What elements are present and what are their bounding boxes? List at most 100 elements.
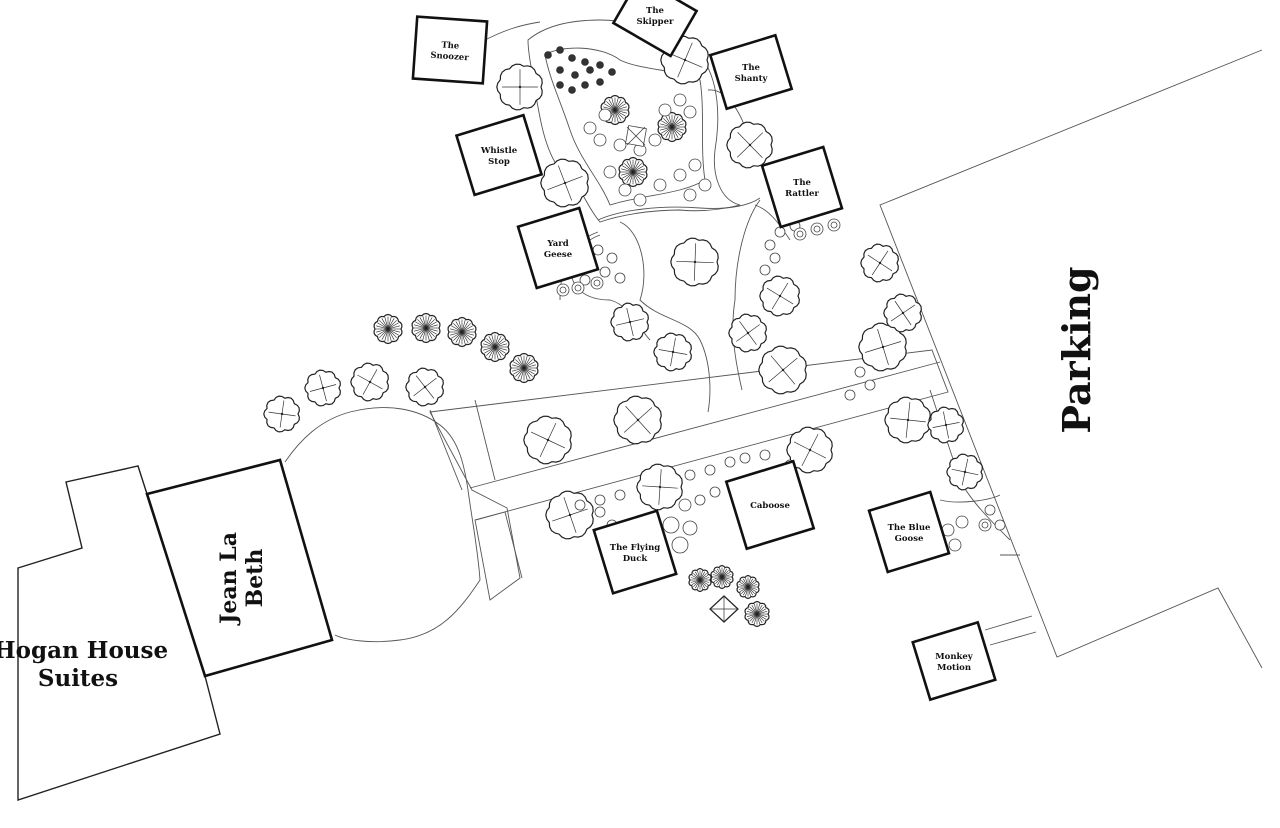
shrub-icon: [581, 58, 589, 66]
tree-icon: [613, 395, 662, 445]
shrub-icon: [994, 519, 1006, 531]
shrub-icon: [586, 66, 594, 74]
shrub-icon: [556, 66, 564, 74]
cabin-the-flying-duck[interactable]: The Flying Duck: [592, 509, 678, 595]
tree-icon: [350, 362, 389, 402]
shrub-icon: [955, 515, 969, 529]
shrub-icon: [759, 264, 771, 276]
tree-icon: [653, 332, 692, 372]
shrub-icon: [633, 193, 647, 207]
shrub-icon: [671, 536, 689, 554]
shrub-icon: [556, 81, 564, 89]
tree-icon: [405, 367, 444, 407]
palm-icon: [447, 316, 477, 348]
shrub-icon: [948, 538, 962, 552]
cabin-caboose[interactable]: Caboose: [724, 459, 816, 551]
shrub-icon: [571, 71, 579, 79]
main-walkway: [429, 349, 949, 601]
cabin-label-line-1: The: [441, 40, 460, 51]
shrub-icon: [606, 252, 618, 264]
cabin-the-skipper[interactable]: The Skipper: [611, 0, 699, 58]
shrub-icon: [581, 81, 589, 89]
shrub-icon: [709, 595, 739, 623]
tree-icon: [496, 63, 543, 111]
palm-icon: [688, 567, 712, 593]
shrub-icon: [698, 178, 712, 192]
shrub-icon: [568, 54, 576, 62]
palm-icon: [736, 574, 760, 600]
shrub-icon: [662, 516, 680, 534]
shrub-icon: [598, 108, 612, 122]
tree-icon: [884, 396, 931, 444]
shrub-icon: [764, 239, 776, 251]
shrub-icon: [613, 138, 627, 152]
shrub-icon: [759, 449, 771, 461]
tree-icon: [927, 406, 964, 444]
cabin-label-line-2: Skipper: [636, 17, 674, 27]
cabin-label-line-1: The Flying: [610, 543, 660, 553]
tree-icon: [610, 302, 649, 342]
tree-icon: [263, 395, 300, 433]
shrub-icon: [574, 499, 586, 511]
jean-la-beth-label-line-1: Jean La: [216, 532, 242, 626]
planter-icon: [625, 125, 647, 147]
palm-icon: [744, 600, 770, 628]
palm-icon: [657, 111, 687, 143]
shrub-icon: [984, 504, 996, 516]
shrub-icon: [599, 266, 611, 278]
shrub-icon: [594, 506, 606, 518]
shrub-icon: [684, 469, 696, 481]
tree-icon: [883, 293, 922, 333]
shrub-icon: [683, 188, 697, 202]
cabin-monkey-motion[interactable]: Monkey Motion: [911, 620, 997, 702]
shrub-icon: [614, 272, 626, 284]
cabin-the-rattler[interactable]: The Rattler: [760, 145, 844, 229]
tree-icon: [728, 313, 767, 353]
tree-icon: [545, 490, 594, 540]
shrub-icon: [724, 456, 736, 468]
palm-icon: [373, 313, 403, 345]
shrub-icon: [568, 86, 576, 94]
jean-la-beth-label-line-2: Beth: [242, 549, 268, 608]
cabin-yard-geese[interactable]: Yard Geese: [516, 206, 600, 290]
palm-icon: [710, 564, 734, 590]
lawn-area: [284, 407, 481, 643]
shrub-icon: [704, 464, 716, 476]
shrub-icon: [544, 51, 552, 59]
main-buildings: [17, 458, 334, 801]
cabin-whistle-stop[interactable]: Whistle Stop: [454, 113, 544, 197]
cabin-the-blue-goose[interactable]: The Blue Goose: [867, 490, 951, 574]
cabin-label-line-1: The: [646, 6, 665, 16]
palm-icon: [480, 331, 510, 363]
cabin-label-line-1: Monkey: [935, 652, 974, 662]
tree-icon: [523, 415, 572, 465]
shrub-icon: [603, 165, 617, 179]
shrub-icon: [583, 121, 597, 135]
shrub-icon: [683, 105, 697, 119]
tree-icon: [636, 463, 683, 511]
cabin-label-line-2: Rattler: [785, 189, 819, 199]
shrub-icon: [608, 68, 616, 76]
shrub-icon: [682, 520, 698, 536]
tree-icon: [670, 237, 719, 287]
cabin-the-shanty[interactable]: The Shanty: [708, 33, 794, 111]
parking-label: Parking: [1054, 266, 1099, 433]
shrub-icon: [739, 452, 751, 464]
tree-icon: [304, 369, 341, 407]
cabin-label-line-1: The: [742, 63, 761, 73]
shrub-icon: [769, 252, 781, 264]
shrub-icon: [579, 274, 591, 286]
tree-icon: [759, 275, 800, 317]
parking-lot-outline: [879, 49, 1263, 669]
cabin-label-line-2: Motion: [937, 663, 971, 673]
tree-icon: [758, 345, 807, 395]
cabin-label-line-1: Caboose: [750, 501, 790, 511]
cabin-label-line-2: Shanty: [735, 74, 769, 84]
tree-icon: [726, 121, 773, 169]
cabin-label-line-1: The: [793, 178, 812, 188]
shrub-icon: [594, 494, 606, 506]
shrub-icon: [688, 158, 702, 172]
cabin-the-snoozer[interactable]: The Snoozer: [411, 15, 489, 85]
tree-icon: [946, 453, 983, 491]
